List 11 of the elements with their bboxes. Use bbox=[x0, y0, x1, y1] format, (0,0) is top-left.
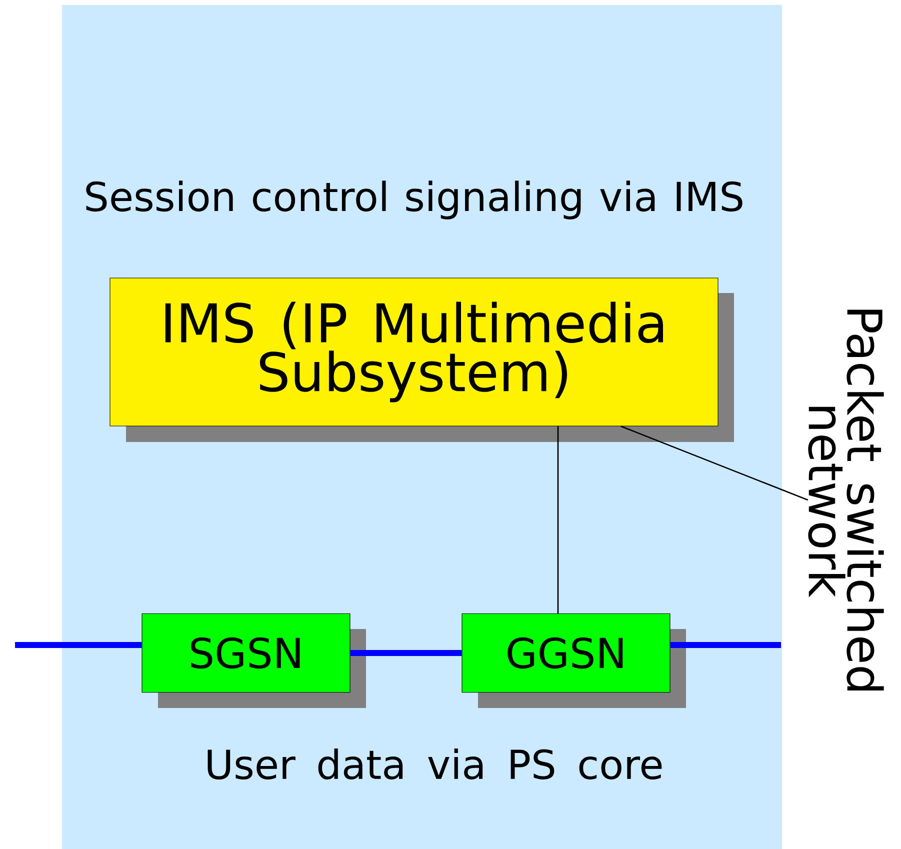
network-node-box: SGSN bbox=[142, 613, 350, 693]
connector-line bbox=[670, 642, 781, 648]
caption-text: User data via PS core bbox=[208, 748, 662, 780]
connector-line bbox=[557, 426, 559, 614]
process-box: IMS (IP Multimedia Subsystem) bbox=[110, 278, 718, 426]
leader-line bbox=[620, 426, 808, 501]
side-label: Packet switched network bbox=[808, 310, 884, 691]
connector-line bbox=[15, 642, 142, 648]
caption-text: Session control signaling via IMS bbox=[86, 180, 742, 220]
connector-line bbox=[350, 650, 462, 656]
network-node-box: GGSN bbox=[462, 613, 670, 693]
